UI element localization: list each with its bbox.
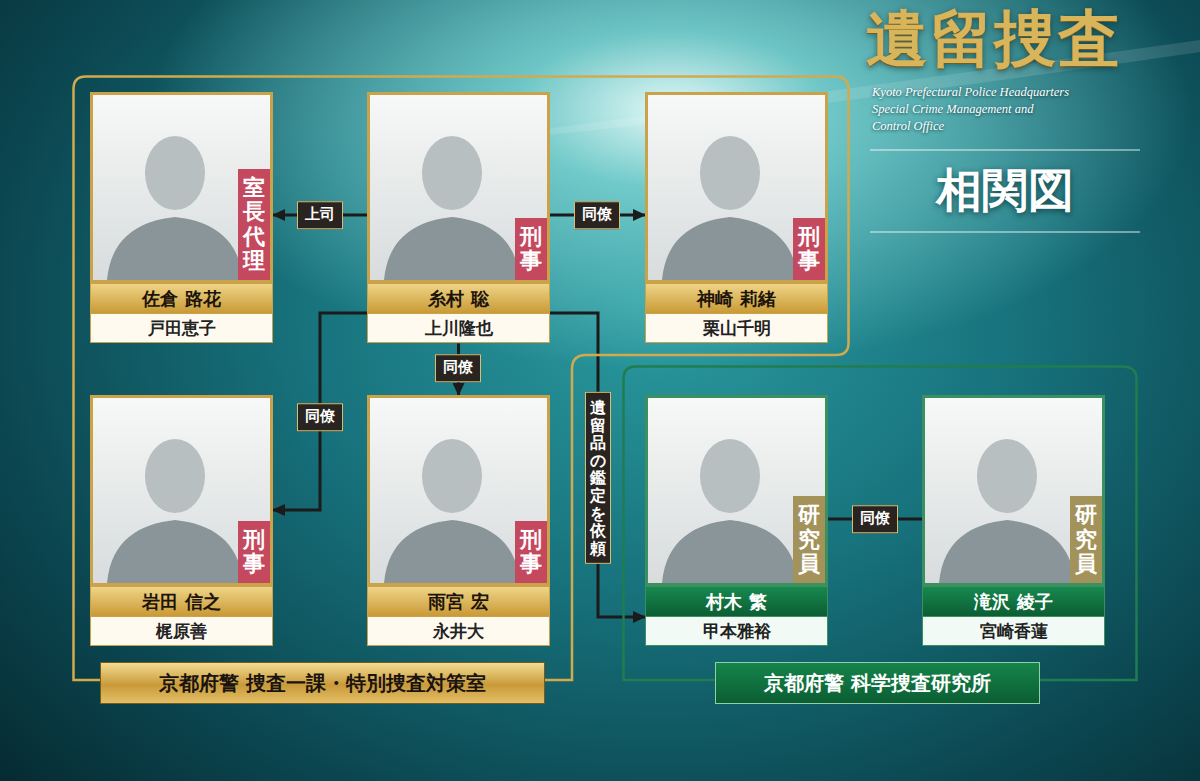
relation-label-box: 同僚 (574, 201, 620, 229)
character-name-bar: 岩田 信之 (90, 586, 273, 617)
role-text: 刑事 (798, 225, 820, 273)
role-text: 刑事 (520, 528, 542, 576)
portrait-frame: 室長代理 (90, 92, 273, 283)
portrait-frame: 研究員 (645, 395, 828, 586)
group-outline-path (624, 367, 1137, 681)
relation-label: 遺留品の鑑定を依頼 (590, 399, 606, 557)
title-rule (870, 231, 1140, 232)
portrait-head (700, 136, 760, 210)
portrait-head (422, 136, 482, 210)
relation-label-box: 上司 (297, 201, 343, 229)
relation-label-box: 同僚 (297, 403, 343, 431)
chart-heading: 相関図 (870, 158, 1140, 222)
portrait-shoulders (384, 520, 520, 583)
portrait-frame: 刑事 (367, 92, 550, 283)
character-name-bar: 雨宮 宏 (367, 586, 550, 617)
portrait-head (977, 439, 1037, 513)
person-card: 刑事岩田 信之梶原善 (90, 395, 273, 646)
actor-name-bar: 戸田恵子 (90, 314, 273, 343)
relation-label: 同僚 (305, 407, 335, 427)
portrait-head (145, 136, 205, 210)
relation-label: 同僚 (860, 509, 890, 529)
person-card: 刑事雨宮 宏永井大 (367, 395, 550, 646)
person-card: 室長代理佐倉 路花戸田恵子 (90, 92, 273, 343)
role-text: 研究員 (1075, 503, 1097, 576)
portrait-head (700, 439, 760, 513)
character-name-bar: 村木 繁 (645, 586, 828, 617)
relation-label: 上司 (305, 205, 335, 225)
portrait-frame: 刑事 (645, 92, 828, 283)
portrait-shoulders (662, 520, 798, 583)
relation-label-box: 同僚 (852, 505, 898, 533)
character-name-bar: 佐倉 路花 (90, 283, 273, 314)
english-subtitle: Kyoto Prefectural Police Headquarters Sp… (872, 84, 1072, 135)
role-text: 研究員 (798, 503, 820, 576)
group-region: 京都府警 科学捜査研究所研究員村木 繁甲本雅裕研究員滝沢 綾子宮崎香蓮 (622, 365, 1138, 702)
character-name-bar: 糸村 聡 (367, 283, 550, 314)
portrait-shoulders (384, 217, 520, 280)
role-tag: 室長代理 (238, 169, 270, 280)
character-name-bar: 滝沢 綾子 (922, 586, 1105, 617)
actor-name-bar: 梶原善 (90, 617, 273, 646)
relation-label: 同僚 (443, 358, 473, 378)
relation-connector (273, 313, 367, 510)
group-outline-path (74, 77, 849, 681)
title-rule (870, 149, 1140, 150)
actor-name-bar: 甲本雅裕 (645, 617, 828, 646)
role-text: 室長代理 (243, 176, 265, 273)
chart-title: 遺留捜査 (866, 2, 1122, 76)
actor-name-bar: 栗山千明 (645, 314, 828, 343)
role-tag: 刑事 (238, 521, 270, 583)
role-tag: 刑事 (793, 218, 825, 280)
role-text: 刑事 (243, 528, 265, 576)
role-tag: 研究員 (1070, 496, 1102, 583)
role-tag: 刑事 (515, 521, 547, 583)
portrait-head (145, 439, 205, 513)
actor-name-bar: 上川隆也 (367, 314, 550, 343)
portrait-shoulders (107, 520, 243, 583)
relation-connector (550, 313, 645, 617)
relation-label-box: 同僚 (435, 354, 481, 382)
group-name-bar: 京都府警 捜査一課・特別捜査対策室 (100, 662, 545, 704)
role-tag: 刑事 (515, 218, 547, 280)
person-card: 刑事神崎 莉緒栗山千明 (645, 92, 828, 343)
portrait-shoulders (662, 217, 798, 280)
actor-name-bar: 永井大 (367, 617, 550, 646)
role-text: 刑事 (520, 225, 542, 273)
portrait-head (422, 439, 482, 513)
portrait-shoulders (107, 217, 243, 280)
role-tag: 研究員 (793, 496, 825, 583)
actor-name-bar: 宮崎香蓮 (922, 617, 1105, 646)
portrait-shoulders (939, 520, 1075, 583)
relation-label-box: 遺留品の鑑定を依頼 (585, 392, 611, 564)
person-card: 研究員滝沢 綾子宮崎香蓮 (922, 395, 1105, 646)
portrait-frame: 刑事 (90, 395, 273, 586)
character-name-bar: 神崎 莉緒 (645, 283, 828, 314)
person-card: 研究員村木 繁甲本雅裕 (645, 395, 828, 646)
portrait-frame: 刑事 (367, 395, 550, 586)
person-card: 刑事糸村 聡上川隆也 (367, 92, 550, 343)
relation-label: 同僚 (582, 205, 612, 225)
portrait-frame: 研究員 (922, 395, 1105, 586)
group-name-bar: 京都府警 科学捜査研究所 (715, 662, 1040, 704)
